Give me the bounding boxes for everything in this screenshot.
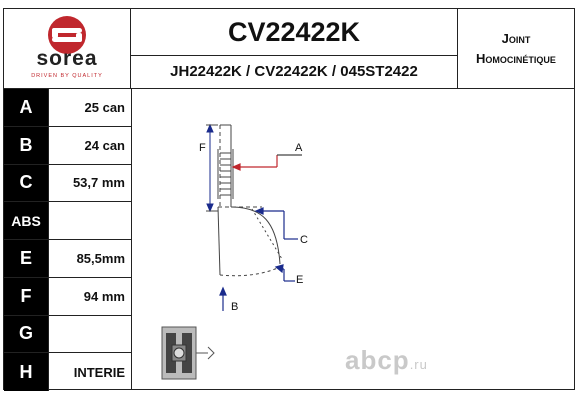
label-c: C [300,234,308,246]
spec-value: 85,5mm [48,240,125,277]
spec-row-c: C 53,7 mm [4,164,131,203]
label-a: A [295,142,303,154]
brand-tagline: DRIVEN BY QUALITY [31,73,103,79]
spec-letter: H [4,353,48,391]
spec-row-a: A 25 can [4,89,131,127]
spec-value: 53,7 mm [48,164,125,202]
cross-refs-cell: JH22422K / CV22422K / 045ST2422 [131,56,458,89]
product-code-cell: CV22422K [131,9,458,56]
label-f: F [199,142,206,154]
shaft-outline [217,124,234,207]
product-sheet: sorea DRIVEN BY QUALITY CV22422K JH22422… [3,8,575,391]
label-b: B [231,301,238,313]
spec-letter: F [4,277,48,315]
brand-name: sorea [36,47,98,70]
spec-table: A 25 can B 24 can C 53,7 mm ABS E 85,5mm… [4,89,131,391]
spec-value: 25 can [48,89,125,126]
joint-diagram: F A C E [131,89,574,389]
spec-value [48,315,125,353]
spec-row-e: E 85,5mm [4,240,131,278]
joint-drawing: F A C E [161,123,308,380]
arrow-b [219,286,227,311]
dimension-f [206,123,218,213]
cross-section-icon [161,326,215,380]
spec-row-abs: ABS [4,202,131,240]
cross-refs: JH22422K / CV22422K / 045ST2422 [170,63,418,80]
spec-row-b: B 24 can [4,126,131,165]
product-type-line2: Homocinétique [476,51,556,66]
spec-letter: ABS [4,202,48,239]
product-type-cell: Joint Homocinétique [458,9,574,89]
spec-letter: B [4,126,48,164]
spec-row-g: G [4,315,131,354]
product-type-line1: Joint [501,31,531,46]
bell-outline [217,206,283,277]
watermark: аbср.ru [345,345,428,376]
pointer-e [274,264,295,282]
label-e: E [296,274,303,286]
brand-logo-icon [48,16,86,54]
spec-row-h: H INTERIE [4,353,131,391]
spec-letter: A [4,89,48,126]
spec-letter: C [4,164,48,202]
spec-letter: E [4,240,48,277]
spec-value: 24 can [48,126,125,164]
watermark-tld: .ru [409,357,428,372]
brand-logo-area: sorea DRIVEN BY QUALITY [4,9,131,89]
spec-value: 94 mm [48,277,125,315]
arrow-a [231,154,302,171]
spec-value [48,202,125,239]
pointer-c [254,207,298,240]
product-code: CV22422K [227,17,361,47]
spec-value: INTERIE [48,353,125,391]
spec-row-f: F 94 mm [4,277,131,316]
spec-letter: G [4,315,48,353]
watermark-text: аbср [345,345,410,375]
